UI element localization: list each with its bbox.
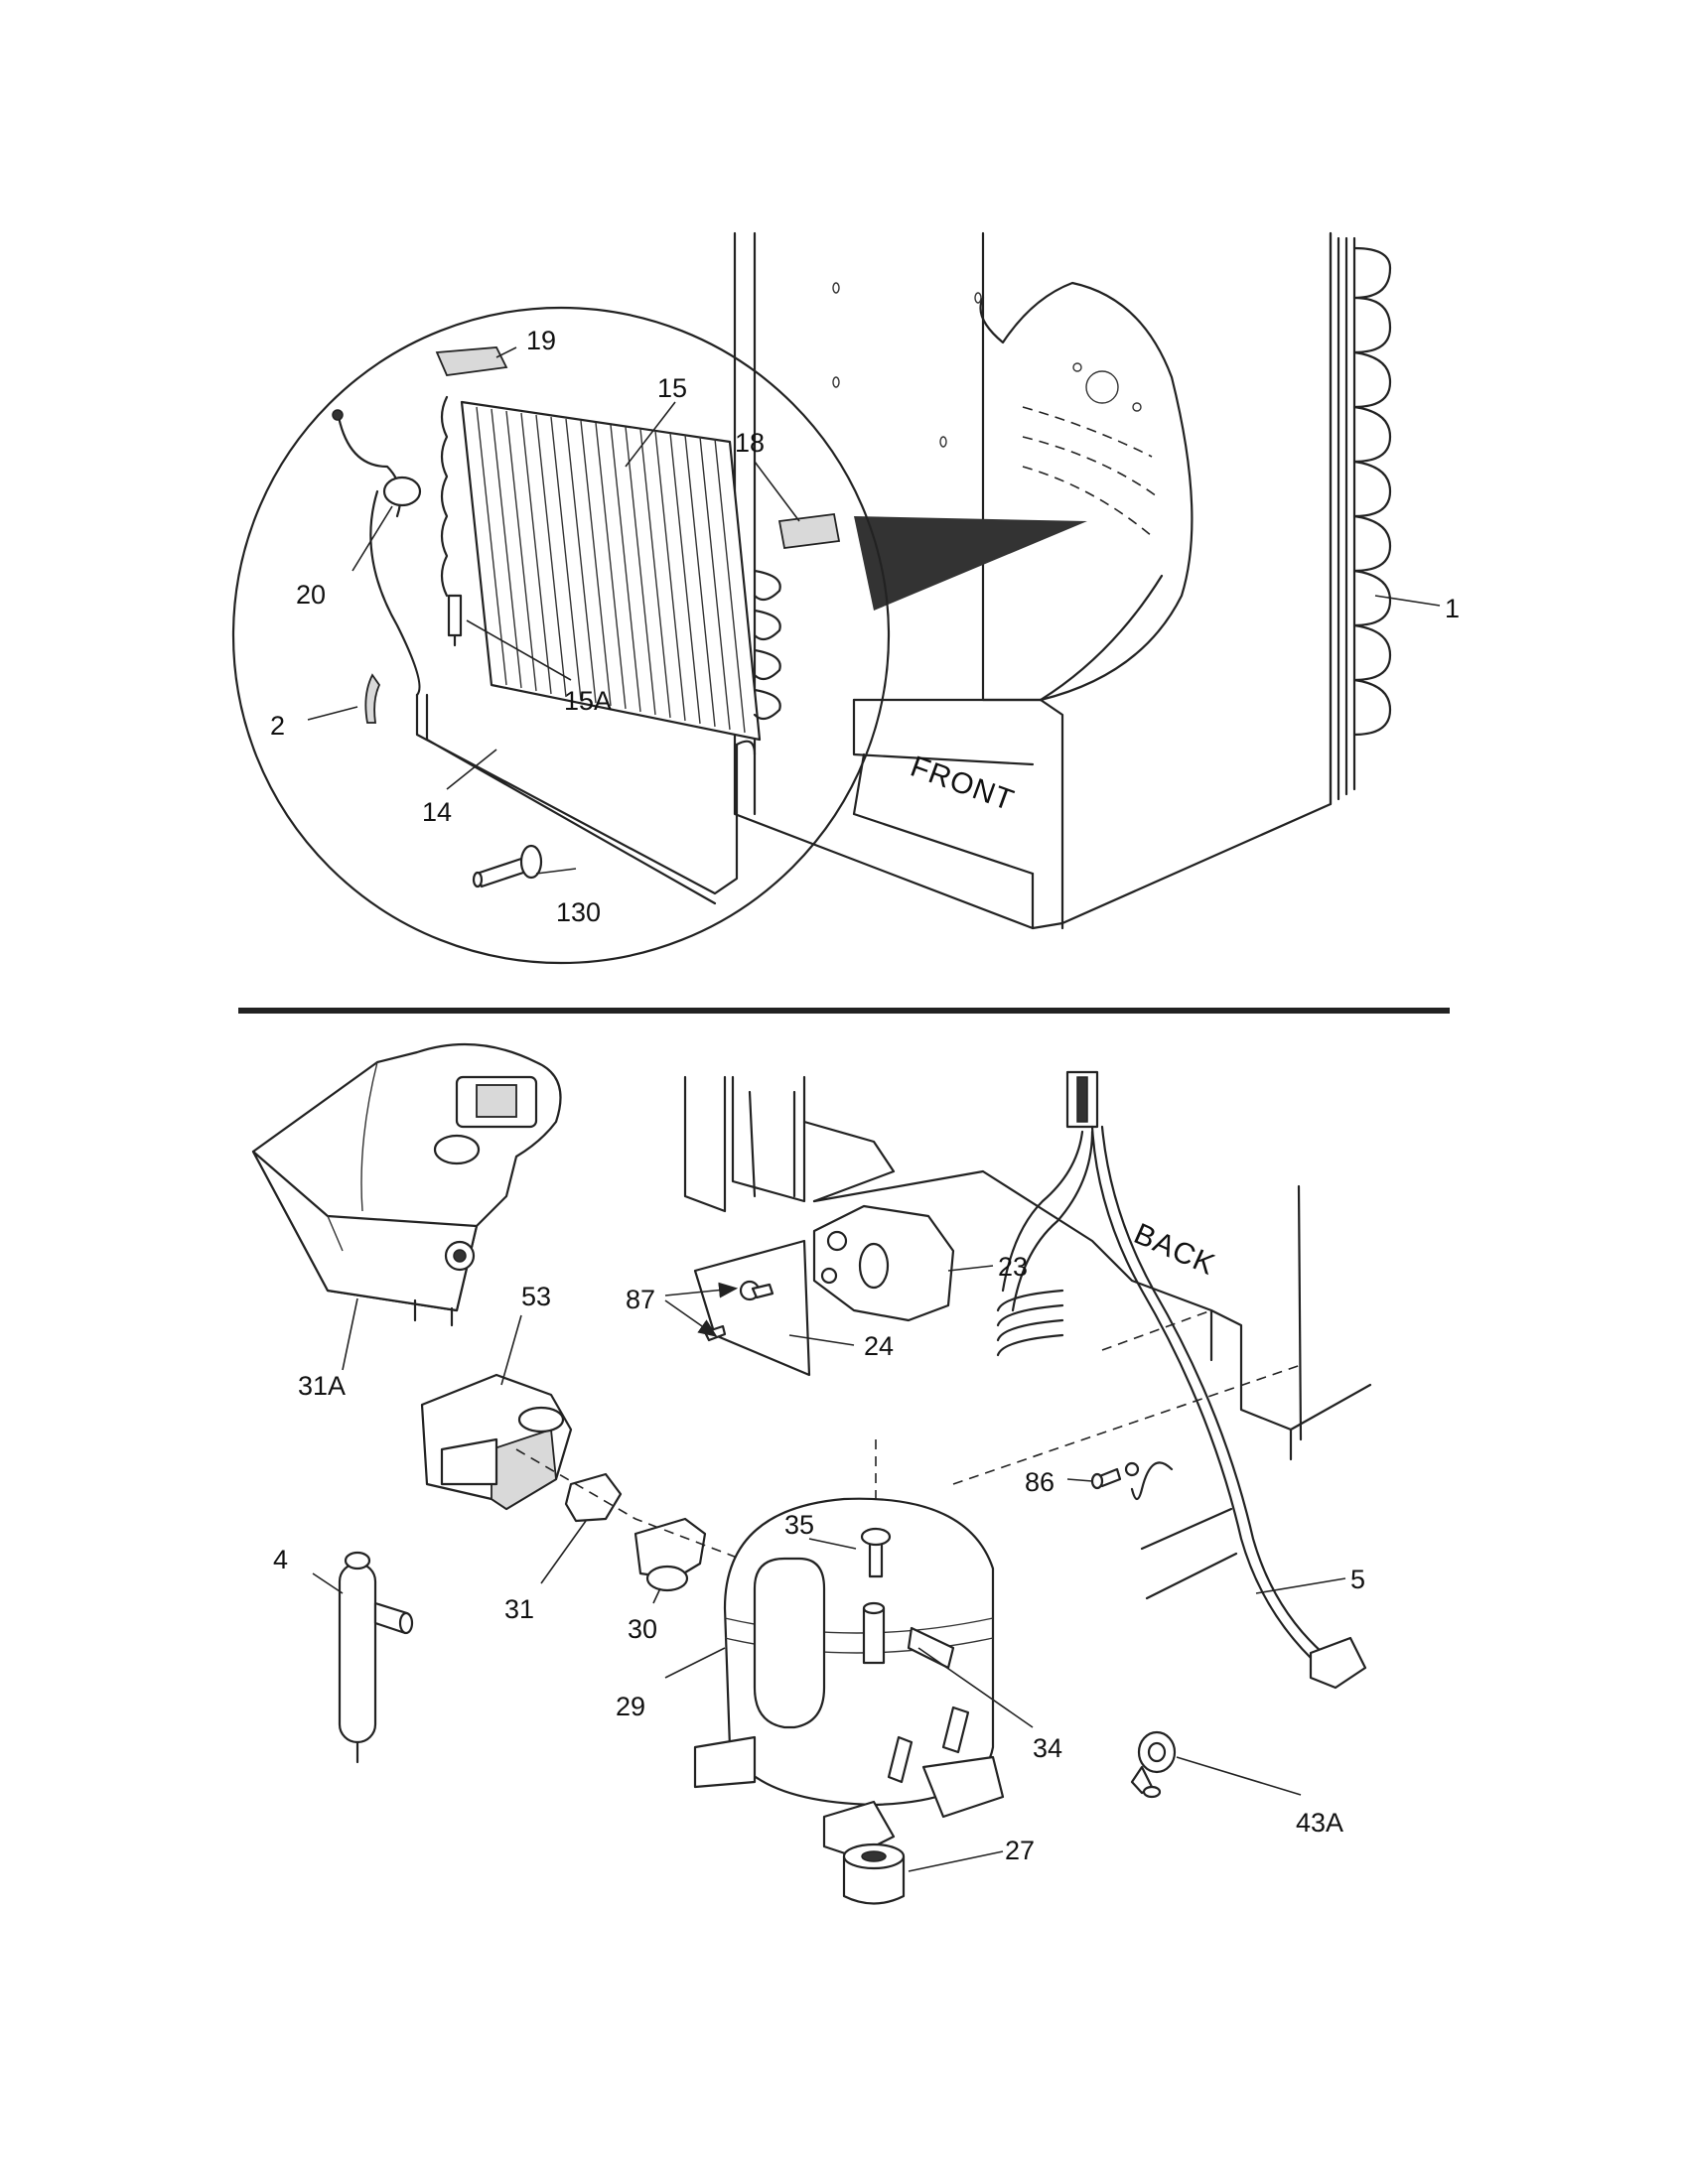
leader-87a bbox=[664, 1282, 739, 1298]
section-divider bbox=[238, 1008, 1450, 1014]
callout-34: 34 bbox=[1033, 1733, 1062, 1763]
filter-drier bbox=[338, 1551, 414, 1764]
leader-87b bbox=[664, 1299, 718, 1337]
condenser-coil bbox=[1329, 231, 1392, 806]
ice-bucket bbox=[251, 1042, 562, 1327]
callout-53: 53 bbox=[521, 1282, 551, 1311]
evaporator-assembly bbox=[440, 395, 781, 742]
leader-4 bbox=[312, 1572, 344, 1594]
leader-15A bbox=[466, 619, 572, 681]
cabinet-interior bbox=[733, 231, 1333, 930]
leader-18 bbox=[754, 461, 800, 522]
upper-view: 19 15 18 20 15A 1 2 14 130 FRONT bbox=[231, 231, 1460, 965]
callout-23: 23 bbox=[998, 1252, 1028, 1282]
callout-31A: 31A bbox=[298, 1371, 346, 1401]
leader-130 bbox=[535, 868, 577, 875]
defrost-timer bbox=[812, 1204, 955, 1322]
leader-31A bbox=[342, 1297, 358, 1371]
leader-23 bbox=[947, 1265, 994, 1272]
leader-35 bbox=[808, 1538, 857, 1550]
compressor bbox=[693, 1497, 1005, 1858]
leader-27 bbox=[908, 1850, 1004, 1872]
callout-15A: 15A bbox=[564, 686, 612, 716]
leader-1 bbox=[1374, 595, 1441, 607]
callout-15: 15 bbox=[657, 373, 687, 403]
callout-1: 1 bbox=[1445, 594, 1460, 623]
compressor-mount-bolt bbox=[860, 1527, 892, 1578]
leader-30 bbox=[652, 1587, 661, 1604]
callout-30: 30 bbox=[628, 1614, 657, 1644]
callout-31: 31 bbox=[504, 1594, 534, 1624]
callout-35: 35 bbox=[784, 1510, 814, 1540]
detail-inset-circle bbox=[231, 306, 891, 965]
callout-130: 130 bbox=[556, 897, 601, 927]
overload-protector bbox=[564, 1472, 623, 1523]
leader-29 bbox=[664, 1647, 726, 1679]
leader-5 bbox=[1255, 1577, 1346, 1594]
callout-19: 19 bbox=[526, 326, 556, 355]
callout-27: 27 bbox=[1005, 1836, 1035, 1865]
ground-screw bbox=[1090, 1461, 1140, 1490]
leader-14 bbox=[446, 749, 497, 790]
cabinet-bottom bbox=[683, 1075, 1372, 1485]
callout-24: 24 bbox=[864, 1331, 894, 1361]
defrost-thermostat bbox=[332, 409, 422, 697]
leader-43A bbox=[1176, 1756, 1302, 1796]
leader-24 bbox=[788, 1334, 855, 1346]
back-orientation-label: BACK bbox=[1129, 1217, 1220, 1282]
callout-14: 14 bbox=[422, 797, 452, 827]
callout-5: 5 bbox=[1350, 1565, 1365, 1594]
leader-34 bbox=[917, 1647, 1034, 1728]
evaporator-cover-clip bbox=[777, 512, 841, 550]
leader-53 bbox=[500, 1314, 522, 1386]
power-cord bbox=[1065, 1070, 1367, 1690]
evaporator-clip bbox=[435, 346, 508, 376]
callout-4: 4 bbox=[273, 1545, 288, 1574]
callout-87: 87 bbox=[626, 1285, 655, 1314]
detail-indicator-cone bbox=[854, 516, 1087, 611]
callout-18: 18 bbox=[735, 428, 765, 458]
start-relay bbox=[633, 1517, 707, 1592]
drain-plug bbox=[472, 844, 543, 888]
drain-trough-wire bbox=[415, 693, 739, 905]
cord-clamp bbox=[1130, 1730, 1177, 1799]
relay-cover bbox=[420, 1373, 573, 1511]
callout-2: 2 bbox=[270, 711, 285, 741]
compressor-grommet bbox=[842, 1843, 906, 1905]
callout-86: 86 bbox=[1025, 1467, 1055, 1497]
drain-clip bbox=[364, 673, 381, 724]
callout-29: 29 bbox=[616, 1692, 645, 1721]
leader-19 bbox=[495, 346, 517, 358]
timer-bracket bbox=[693, 1239, 811, 1377]
callout-20: 20 bbox=[296, 580, 326, 610]
leader-20 bbox=[352, 505, 393, 572]
leader-31 bbox=[540, 1520, 587, 1584]
leader-86 bbox=[1066, 1478, 1093, 1482]
leader-2 bbox=[307, 706, 358, 721]
lower-view: 31A 53 87 23 24 86 4 31 30 35 29 34 5 43… bbox=[251, 1042, 1372, 1905]
timer-wiring bbox=[1001, 1130, 1084, 1293]
leader-15 bbox=[625, 401, 676, 468]
callout-43A: 43A bbox=[1296, 1808, 1343, 1838]
